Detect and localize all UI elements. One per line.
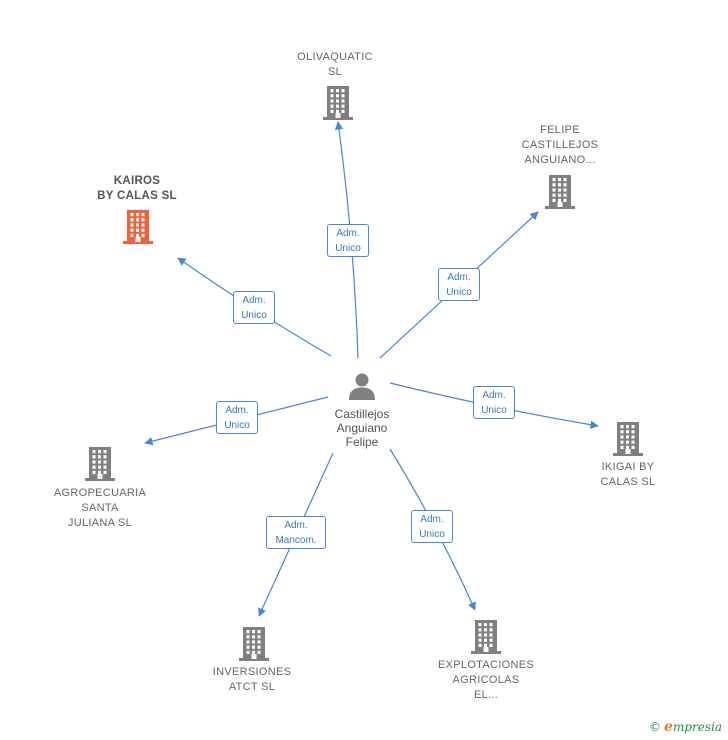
empresia-footer[interactable]: ©empresia	[649, 719, 722, 735]
company-name-line: IKIGAI BY	[601, 461, 655, 473]
role-text: Unico	[224, 420, 250, 431]
company-name-line: CALAS SL	[600, 476, 656, 488]
company-label-agropecuaria[interactable]: AGROPECUARIA SANTA JULIANA SL	[44, 486, 156, 531]
company-name-line: KAIROS	[113, 175, 161, 187]
role-label-inversiones[interactable]: Adm. Mancom.	[266, 516, 326, 549]
company-label-kairos[interactable]: KAIROS BY CALAS SL	[82, 174, 192, 204]
company-label-inversiones[interactable]: INVERSIONES ATCT SL	[200, 665, 304, 695]
company-name-line: JULIANA SL	[67, 517, 133, 529]
role-text: Adm.	[242, 295, 266, 306]
role-text: Unico	[481, 405, 507, 416]
building-icon[interactable]	[84, 445, 116, 481]
brand-initial: e	[664, 719, 673, 735]
role-text: Adm.	[225, 405, 249, 416]
company-name-line: ATCT SL	[228, 681, 276, 693]
company-name-line: INVERSIONES	[212, 666, 292, 678]
company-name-line: ANGUIANO...	[524, 154, 596, 166]
building-icon[interactable]	[122, 208, 154, 244]
center-person-label[interactable]: Castillejos Anguiano Felipe	[310, 407, 414, 449]
company-name-line: FELIPE	[540, 124, 580, 136]
center-name-line: Anguiano	[336, 421, 388, 435]
role-text: Adm.	[447, 272, 471, 283]
role-text: Unico	[241, 310, 267, 321]
role-text: Unico	[335, 243, 361, 254]
copyright-symbol: ©	[649, 720, 662, 734]
company-name-line: EL...	[473, 689, 499, 701]
center-name-line: Felipe	[345, 435, 379, 449]
company-label-olivaquatic[interactable]: OLIVAQUATIC SL	[285, 50, 385, 80]
building-icon[interactable]	[322, 84, 354, 120]
role-label-kairos[interactable]: Adm. Unico	[233, 291, 275, 324]
company-name-line: EXPLOTACIONES	[438, 659, 534, 671]
company-name-line: BY CALAS SL	[97, 190, 177, 202]
role-text: Adm.	[420, 514, 444, 525]
role-label-explotaciones[interactable]: Adm. Unico	[411, 510, 453, 543]
company-name-line: OLIVAQUATIC	[297, 51, 373, 63]
role-text: Unico	[446, 287, 472, 298]
role-label-ikigai[interactable]: Adm. Unico	[473, 386, 515, 419]
role-text: Unico	[419, 529, 445, 540]
role-text: Adm.	[336, 228, 360, 239]
brand-name: mpresia	[672, 720, 722, 734]
company-name-line: SANTA	[81, 502, 119, 514]
company-name-line: AGROPECUARIA	[53, 487, 147, 499]
role-text: Adm.	[482, 390, 506, 401]
company-name-line: CASTILLEJOS	[521, 139, 599, 151]
company-label-felipe[interactable]: FELIPE CASTILLEJOS ANGUIANO...	[507, 123, 613, 168]
role-label-olivaquatic[interactable]: Adm. Unico	[327, 224, 369, 257]
role-label-felipe[interactable]: Adm. Unico	[438, 268, 480, 301]
role-text: Adm.	[284, 520, 308, 531]
person-icon[interactable]	[347, 372, 377, 400]
edges-layer	[144, 121, 599, 617]
center-name-line: Castillejos	[334, 407, 390, 421]
company-name-line: SL	[327, 66, 343, 78]
building-icon[interactable]	[612, 420, 644, 456]
building-icon[interactable]	[470, 618, 502, 654]
role-text: Mancom.	[275, 535, 317, 546]
company-name-line: AGRICOLAS	[452, 674, 520, 686]
building-icon[interactable]	[544, 173, 576, 209]
role-label-agropecuaria[interactable]: Adm. Unico	[216, 401, 258, 434]
building-icon[interactable]	[238, 625, 270, 661]
company-label-ikigai[interactable]: IKIGAI BY CALAS SL	[578, 460, 678, 490]
company-label-explotaciones[interactable]: EXPLOTACIONES AGRICOLAS EL...	[428, 658, 544, 703]
